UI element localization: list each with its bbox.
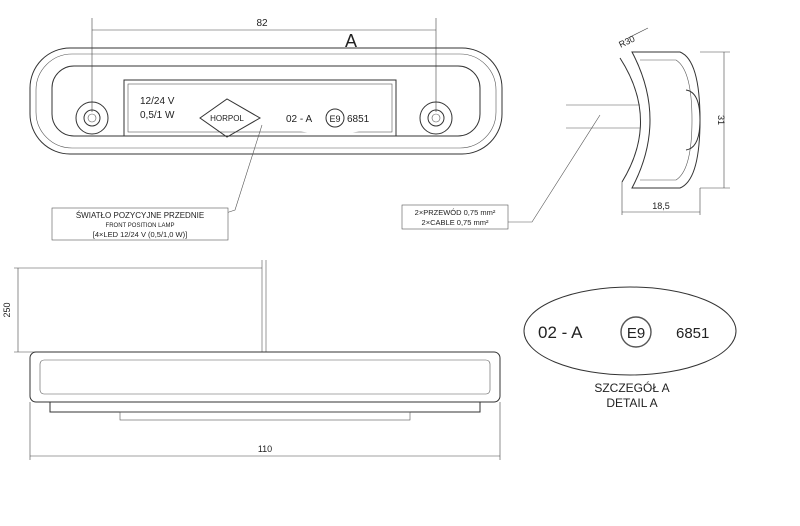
lamp-label-spec: [4×LED 12/24 V (0,5/1,0 W)] [93, 230, 187, 239]
top-view: 82 A 12/24 V 0,5/1 W HORPOL 02 - A E9 68… [29, 18, 503, 155]
detail-mark: E9 [627, 325, 645, 342]
detail-prefix: 02 - A [538, 323, 583, 342]
approval-mark: E9 [329, 114, 340, 124]
detail-marker-a: A [345, 31, 357, 51]
dimension-82: 82 [256, 18, 268, 29]
detail-title-en: DETAIL A [606, 396, 657, 410]
lamp-label: ŚWIATŁO POZYCYJNE PRZEDNIE FRONT POSITIO… [51, 124, 263, 241]
dimension-18-5: 18,5 [652, 201, 670, 211]
approval-prefix: 02 - A [286, 114, 312, 125]
lens-power: 0,5/1 W [140, 110, 175, 121]
lens-voltage: 12/24 V [140, 96, 175, 107]
approval-number: 6851 [347, 114, 370, 125]
cable-label: 2×PRZEWÓD 0,75 mm² 2×CABLE 0,75 mm² [401, 114, 601, 230]
horpol-logo: HORPOL [210, 114, 244, 123]
cable-label-pl: 2×PRZEWÓD 0,75 mm² [415, 208, 496, 217]
cable-label-en: 2×CABLE 0,75 mm² [422, 218, 489, 227]
detail-title-pl: SZCZEGÓŁ A [594, 380, 669, 395]
dimension-110: 110 [258, 444, 272, 454]
lamp-label-pl: ŚWIATŁO POZYCYJNE PRZEDNIE [76, 211, 204, 220]
lamp-label-en: FRONT POSITION LAMP [106, 223, 175, 229]
side-view: R30 31 18,5 [566, 27, 730, 215]
dimension-31: 31 [716, 115, 726, 125]
detail-number: 6851 [676, 325, 709, 342]
detail-a: 02 - A E9 6851 SZCZEGÓŁ A DETAIL A [523, 286, 737, 410]
bottom-view: 250 110 [2, 260, 501, 460]
dimension-250: 250 [2, 302, 12, 317]
radius-r30: R30 [617, 34, 636, 50]
